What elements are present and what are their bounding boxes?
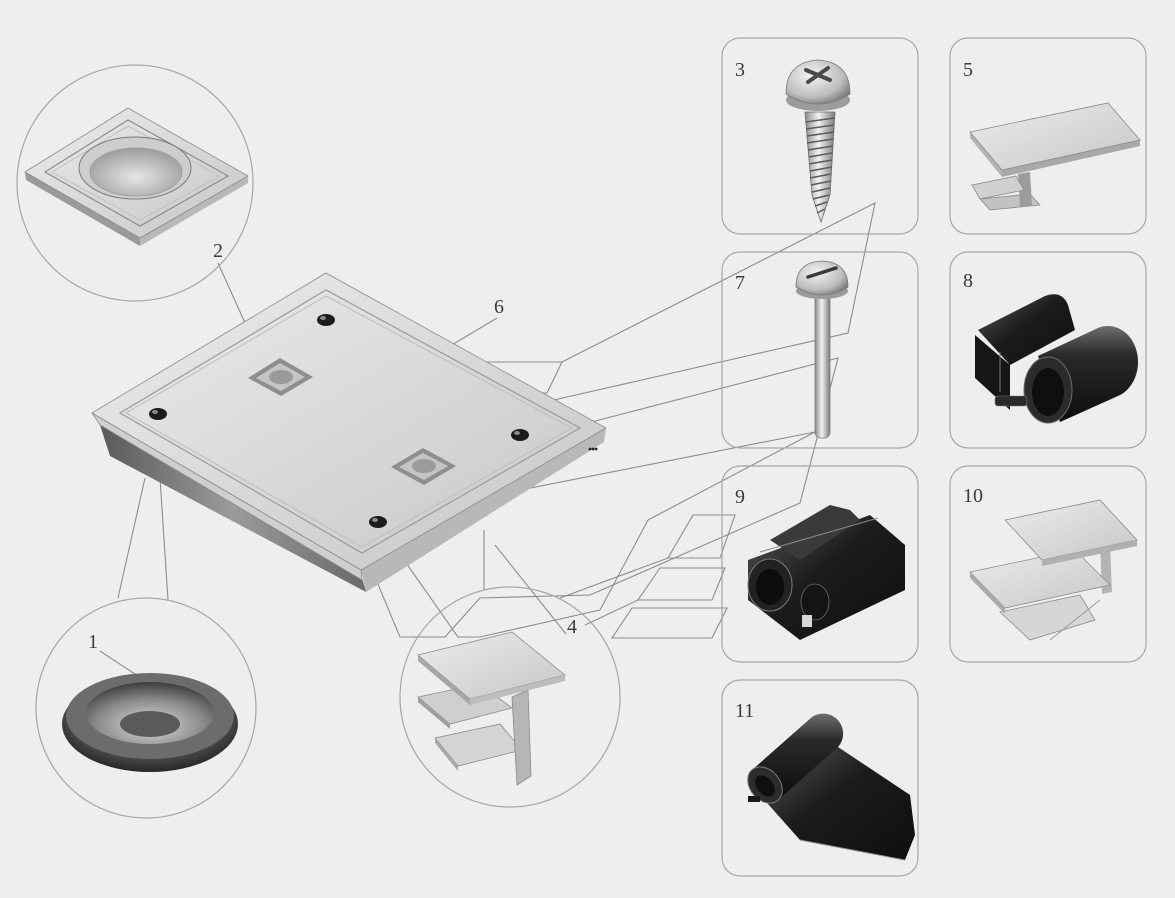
label-part-6: 6 (494, 296, 504, 318)
plate-top-face (91, 272, 607, 571)
plate-side-right (361, 428, 606, 592)
label-part-2: 2 (213, 240, 223, 262)
callout-labels: 1 2 3 4 5 6 7 8 9 10 11 (88, 59, 983, 722)
rivet (149, 408, 167, 420)
label-part-4: 4 (567, 616, 577, 638)
rivet (511, 429, 529, 441)
detail-circle-4 (399, 586, 621, 808)
part-6-plate (91, 272, 607, 592)
zigzag-line-e (389, 539, 601, 638)
box-part-8 (949, 251, 1147, 449)
label-part-5: 5 (963, 59, 973, 81)
zigzag-line-c (504, 431, 816, 611)
part-boxes (721, 37, 1147, 877)
part-2-recess-plate (24, 107, 249, 246)
box-part-3 (721, 37, 919, 235)
box-part-5 (949, 37, 1147, 235)
part-7-screw (795, 260, 849, 439)
plate-edge-dots (588, 447, 598, 451)
box-part-7 (721, 251, 919, 449)
label-part-3: 3 (735, 59, 745, 81)
part-5-profile (969, 102, 1141, 211)
label-part-11: 11 (735, 700, 754, 722)
plate-side-front (100, 425, 366, 592)
zigzag-line-g (584, 599, 639, 626)
zigzag-line-a (544, 201, 876, 403)
part-9-profile (747, 505, 905, 640)
label-part-8: 8 (963, 270, 973, 292)
box-part-9 (721, 465, 919, 663)
part-11-profile (747, 713, 915, 861)
rivet (317, 314, 335, 326)
label-part-7: 7 (735, 272, 745, 294)
label-part-9: 9 (735, 486, 745, 508)
label-part-10: 10 (963, 485, 983, 507)
box-part-10 (949, 465, 1147, 663)
plate-inner-border-2 (124, 295, 574, 548)
part-8-profile (975, 294, 1139, 424)
plate-recess-2 (391, 448, 456, 485)
rivet (369, 516, 387, 528)
zigzag-strip-4 (667, 514, 736, 559)
plate-recess-1 (248, 358, 313, 396)
zigzag-line-d (339, 492, 591, 638)
label-part-1: 1 (88, 631, 98, 653)
part-3-screw (785, 59, 851, 224)
plate-rivets (149, 314, 529, 528)
detail-circle-2 (16, 64, 254, 302)
zigzag-strip-5 (636, 567, 726, 601)
zigzag-strip-6 (610, 607, 728, 639)
leader-line-1b (159, 477, 169, 601)
part-4-profile (417, 631, 566, 786)
zigzag-line-f (559, 557, 669, 599)
plate-inner-border (118, 289, 582, 554)
part-10-profile (969, 499, 1138, 641)
box-part-11 (721, 679, 919, 877)
leader-line-1a (117, 477, 146, 599)
detail-circle-1 (35, 597, 257, 819)
part-1-bowl (62, 673, 238, 772)
